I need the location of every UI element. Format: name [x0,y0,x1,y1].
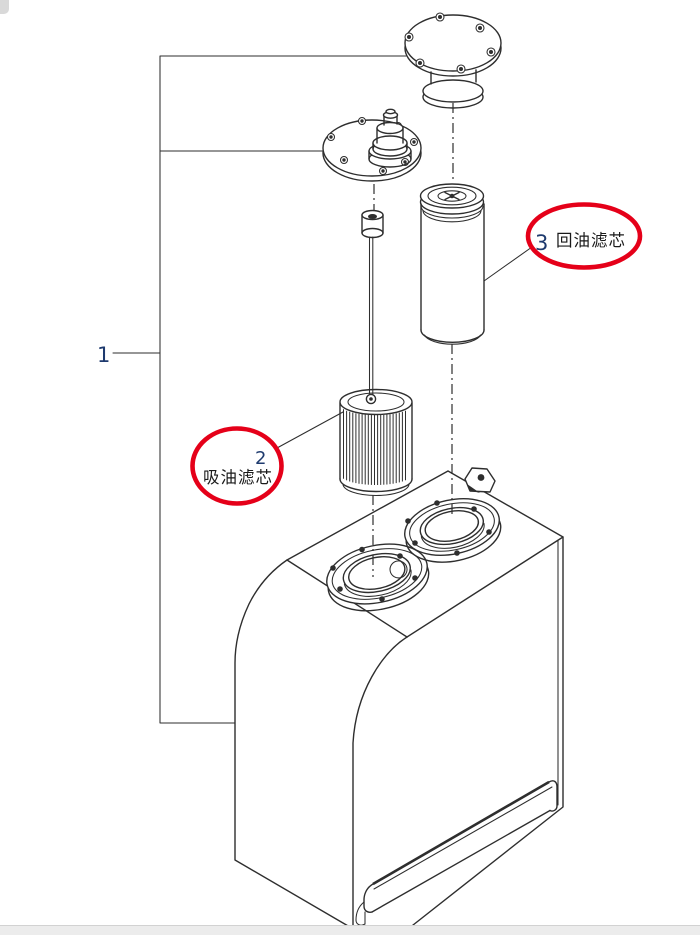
page-corner-artifact [0,0,9,14]
item2-name: 吸油滤芯 [203,468,273,487]
callout-item3[interactable]: 3 回油滤芯 [483,202,643,282]
cap-bolts [404,12,496,74]
tank-flange-return [404,498,502,563]
filler-breather-cap [404,12,502,109]
bracket-item1 [112,55,407,724]
suction-filter-element [339,388,413,497]
return-filter-top-detail [444,191,460,201]
filter-pleats [343,409,406,485]
leader-line-item2 [276,411,344,449]
red-circle-item2 [190,426,284,506]
item2-number: 2 [255,448,266,469]
lifting-tab [464,467,496,493]
return-filter-element [419,183,485,345]
flange-bolt-holes [405,500,492,556]
suction-rod-assembly [361,209,384,239]
suction-rod [365,236,377,405]
item3-number: 3 [535,231,548,255]
tank-flange-suction [326,543,430,612]
callout-item2[interactable]: 2 吸油滤芯 [190,411,344,506]
item1-number: 1 [97,343,110,367]
callout-item1[interactable]: 1 [97,343,110,367]
plate-center-fitting [368,108,412,168]
suction-cover-plate [322,108,422,182]
horizontal-scrollbar-track[interactable] [0,925,700,935]
red-circle-item3 [525,202,643,270]
flange-bolt-holes [330,546,418,602]
hydraulic-tank-body [234,467,564,931]
leader-line-item3 [483,246,533,282]
item3-name: 回油滤芯 [556,231,626,250]
